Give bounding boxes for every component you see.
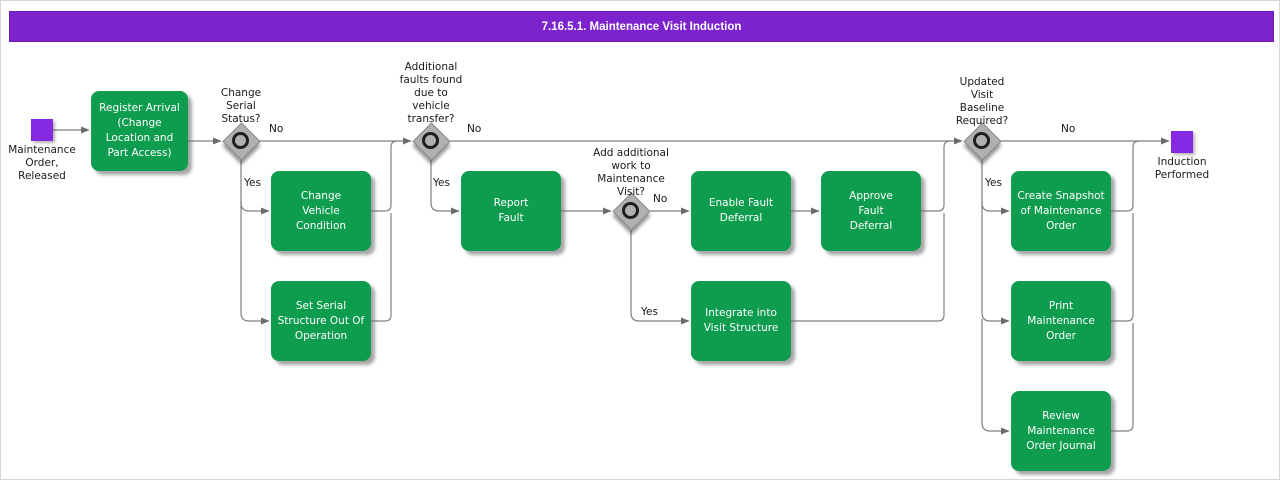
gateway-add-additional-work bbox=[612, 192, 651, 231]
task-report-fault[interactable]: Report Fault bbox=[461, 171, 561, 251]
gateway-circle-icon bbox=[232, 132, 249, 149]
gateway-change-serial-status bbox=[222, 122, 261, 161]
connector-approve-merge bbox=[921, 140, 951, 212]
task-set-serial-structure-out-of-operation[interactable]: Set Serial Structure Out Of Operation bbox=[271, 281, 371, 361]
connector-print-merge bbox=[1111, 213, 1134, 322]
gateway-question-add-additional-work: Add additional work to Maintenance Visit… bbox=[593, 147, 669, 198]
diagram-title-bar: 7.16.5.1. Maintenance Visit Induction bbox=[9, 11, 1274, 42]
start-event-label: Maintenance Order, Released bbox=[8, 144, 76, 182]
end-event-square bbox=[1171, 131, 1193, 153]
gateway-question-change-serial-status: Change Serial Status? bbox=[220, 87, 262, 125]
gateway-circle-icon bbox=[622, 202, 639, 219]
connector-gw4-yes-to-print bbox=[981, 201, 1010, 325]
connector-gw1-yes-to-set-serial bbox=[240, 201, 270, 325]
task-review-maintenance-order-journal[interactable]: Review Maintenance Order Journal bbox=[1011, 391, 1111, 471]
branch-label-no: No bbox=[653, 193, 668, 205]
branch-label-yes: Yes bbox=[985, 177, 1002, 189]
gateway-circle-icon bbox=[422, 132, 439, 149]
task-register-arrival[interactable]: Register Arrival (Change Location and Pa… bbox=[91, 91, 188, 171]
end-event-label: Induction Performed bbox=[1154, 156, 1210, 181]
gateway-question-additional-faults: Additional faults found due to vehicle t… bbox=[399, 61, 463, 125]
connector-gw3-yes-to-integrate bbox=[630, 229, 690, 325]
connector-integrate-merge bbox=[791, 213, 945, 322]
connector-gw2-yes-to-report-fault bbox=[430, 159, 460, 215]
task-approve-fault-deferral[interactable]: Approve Fault Deferral bbox=[821, 171, 921, 251]
diagram-title: 7.16.5.1. Maintenance Visit Induction bbox=[541, 20, 742, 33]
branch-label-yes: Yes bbox=[433, 177, 450, 189]
connector-snapshot-merge bbox=[1111, 140, 1140, 212]
branch-label-no: No bbox=[1061, 123, 1076, 135]
branch-label-yes: Yes bbox=[244, 177, 261, 189]
gateway-additional-faults-found bbox=[412, 122, 451, 161]
branch-label-no: No bbox=[467, 123, 482, 135]
start-event-square bbox=[31, 119, 53, 141]
task-change-vehicle-condition[interactable]: Change Vehicle Condition bbox=[271, 171, 371, 251]
connector-review-merge bbox=[1111, 323, 1134, 432]
task-integrate-into-visit-structure[interactable]: Integrate into Visit Structure bbox=[691, 281, 791, 361]
connector-set-serial-merge bbox=[371, 213, 392, 322]
task-create-snapshot-of-maintenance-order[interactable]: Create Snapshot of Maintenance Order bbox=[1011, 171, 1111, 251]
connector-change-vehicle-merge bbox=[371, 140, 398, 212]
branch-label-no: No bbox=[269, 123, 284, 135]
gateway-updated-visit-baseline bbox=[963, 122, 1002, 161]
gateway-question-updated-visit-baseline: Updated Visit Baseline Required? bbox=[955, 76, 1009, 127]
task-enable-fault-deferral[interactable]: Enable Fault Deferral bbox=[691, 171, 791, 251]
connector-gw4-yes-to-review bbox=[981, 319, 1010, 435]
task-print-maintenance-order[interactable]: Print Maintenance Order bbox=[1011, 281, 1111, 361]
branch-label-yes: Yes bbox=[641, 306, 658, 318]
gateway-circle-icon bbox=[973, 132, 990, 149]
